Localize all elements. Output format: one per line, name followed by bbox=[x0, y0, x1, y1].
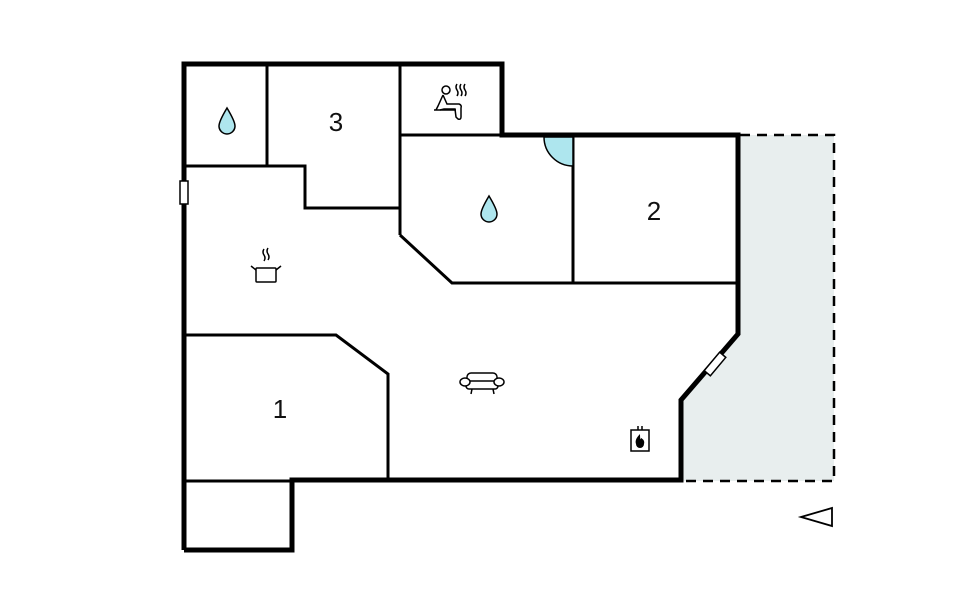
interior-walls bbox=[186, 64, 738, 483]
room-label-bedroom-1: 1 bbox=[272, 394, 288, 424]
door-swing-icon bbox=[543, 136, 574, 167]
water-drop-icon bbox=[480, 194, 498, 223]
sauna-icon bbox=[434, 83, 467, 120]
water-drop-icon bbox=[218, 106, 236, 135]
terrace-dashed-outline bbox=[683, 133, 836, 483]
window-diagonal bbox=[703, 351, 727, 377]
sofa-icon bbox=[459, 372, 505, 395]
fireplace-icon bbox=[630, 426, 650, 452]
room-label-bedroom-2: 2 bbox=[646, 196, 662, 226]
terrace-area bbox=[681, 135, 834, 481]
window-left bbox=[179, 180, 189, 205]
cooking-pot-icon bbox=[250, 247, 282, 283]
room-label-bedroom-3: 3 bbox=[328, 107, 344, 137]
outer-wall bbox=[181, 61, 741, 553]
north-arrow-icon bbox=[797, 506, 833, 528]
